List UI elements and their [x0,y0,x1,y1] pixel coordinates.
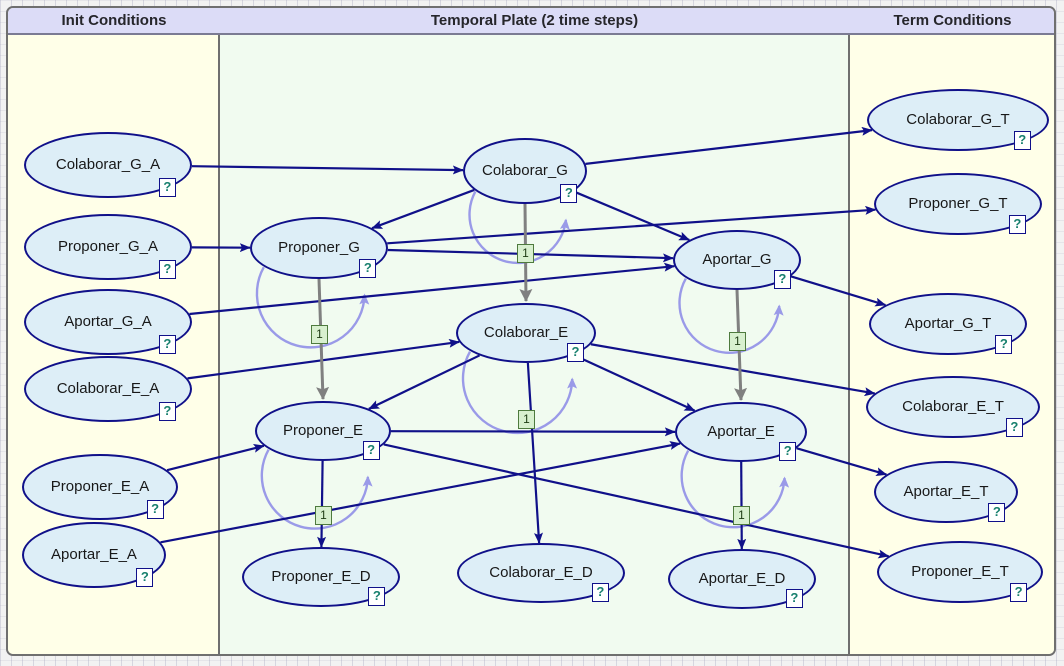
column-divider-left [218,35,220,654]
node-label: Colaborar_G_A [55,155,161,173]
node-label: Proponer_G_T [908,194,1008,212]
question-badge-colaborar_g_a[interactable]: ? [158,178,176,197]
edge-proponer_e_a-to-proponer_e[interactable] [166,443,265,472]
node-label: Proponer_E_A [50,477,150,495]
edge-aportar_g-to-aportar_g_t[interactable] [790,275,887,307]
question-badge-aportar_g_a[interactable]: ? [158,335,176,354]
edge-proponer_e-to-proponer_e_t[interactable] [383,443,890,559]
question-badge-aportar_e_d[interactable]: ? [785,589,803,608]
node-label: Aportar_E_A [51,545,137,563]
column-header-bar: Init Conditions Temporal Plate (2 time s… [8,8,1054,35]
edge-proponer_e-to-aportar_e[interactable] [390,427,676,437]
question-badge-aportar_e_t[interactable]: ? [988,503,1006,522]
node-label: Aportar_G_T [904,314,992,332]
self-loop-aportar_e[interactable] [680,450,790,529]
header-term-conditions: Term Conditions [893,12,1012,29]
edge-aportar_e-to-aportar_e_d[interactable] [737,461,747,550]
question-badge-proponer_e_d[interactable]: ? [368,587,386,606]
question-badge-proponer_e_a[interactable]: ? [146,500,164,519]
edge-proponer_e-to-proponer_e_d[interactable] [317,460,327,548]
temporal-order-badge-aportar_g[interactable]: 1 [729,331,746,351]
edge-colaborar_e-to-proponer_e[interactable] [368,354,481,410]
header-temporal-plate: Temporal Plate (2 time steps) [430,12,639,29]
question-badge-colaborar_g[interactable]: ? [560,184,578,203]
self-loop-proponer_g[interactable] [255,266,370,349]
temporal-order-badge-proponer_e[interactable]: 1 [315,506,332,526]
edge-colaborar_e-to-colaborar_e_t[interactable] [590,343,876,397]
node-label: Colaborar_E_D [489,563,593,581]
question-badge-colaborar_e[interactable]: ? [567,343,584,362]
edge-aportar_e_a-to-aportar_e[interactable] [160,441,681,544]
edge-colaborar_e-to-colaborar_e_d[interactable] [526,362,543,544]
question-badge-aportar_g[interactable]: ? [773,270,791,289]
node-label: Colaborar_E_T [902,397,1004,415]
question-badge-aportar_e_a[interactable]: ? [136,568,154,587]
node-label: Colaborar_E [483,323,569,341]
question-badge-colaborar_e_t[interactable]: ? [1005,418,1023,437]
question-badge-proponer_e_t[interactable]: ? [1010,583,1028,602]
node-label: Aportar_E [707,422,775,440]
temporal-order-badge-aportar_e[interactable]: 1 [733,505,750,525]
column-divider-right [848,35,850,654]
node-label: Aportar_E_D [698,569,786,587]
edge-aportar_g_a-to-aportar_g[interactable] [189,262,676,316]
edge-proponer_g-to-proponer_g_t[interactable] [387,205,877,245]
edge-colaborar_g-to-colaborar_g_t[interactable] [585,126,873,165]
self-loop-aportar_g[interactable] [678,278,784,354]
header-init-conditions: Init Conditions [61,12,167,29]
node-label: Aportar_G_A [64,312,152,330]
edge-colaborar_g-to-proponer_g[interactable] [371,188,475,230]
question-badge-proponer_e[interactable]: ? [362,441,380,460]
self-loop-colaborar_g[interactable] [468,190,570,265]
network-diagram-panel: Init Conditions Temporal Plate (2 time s… [6,6,1056,656]
question-badge-aportar_g_t[interactable]: ? [995,335,1013,354]
edge-colaborar_g_a-to-colaborar_g[interactable] [191,165,464,175]
temporal-order-badge-colaborar_e[interactable]: 1 [518,409,535,429]
question-badge-colaborar_e_a[interactable]: ? [158,402,176,421]
node-label: Proponer_E [282,421,364,439]
question-badge-aportar_e[interactable]: ? [779,442,797,461]
node-label: Proponer_G_A [57,237,159,255]
edge-colaborar_e_a-to-colaborar_e[interactable] [187,338,460,380]
node-label: Colaborar_E_A [56,379,160,397]
node-label: Colaborar_G_T [906,110,1010,128]
question-badge-colaborar_g_t[interactable]: ? [1013,131,1031,150]
edge-colaborar_e-to-aportar_e[interactable] [573,353,696,412]
question-badge-proponer_g_a[interactable]: ? [158,260,176,279]
temporal-order-badge-proponer_g[interactable]: 1 [311,324,328,344]
node-label: Proponer_E_T [911,562,1009,580]
question-badge-proponer_g[interactable]: ? [359,259,377,278]
temporal-order-badge-colaborar_g[interactable]: 1 [517,244,534,264]
node-label: Proponer_E_D [271,567,371,585]
node-label: Colaborar_G [482,161,568,179]
node-label: Proponer_G [278,238,360,256]
edge-aportar_e-to-aportar_e_t[interactable] [796,447,888,477]
edge-colaborar_g-to-aportar_g[interactable] [573,190,691,241]
node-label: Aportar_G [702,250,772,268]
question-badge-colaborar_e_d[interactable]: ? [591,583,609,602]
node-label: Aportar_E_T [903,482,989,500]
question-badge-proponer_g_t[interactable]: ? [1008,215,1026,234]
